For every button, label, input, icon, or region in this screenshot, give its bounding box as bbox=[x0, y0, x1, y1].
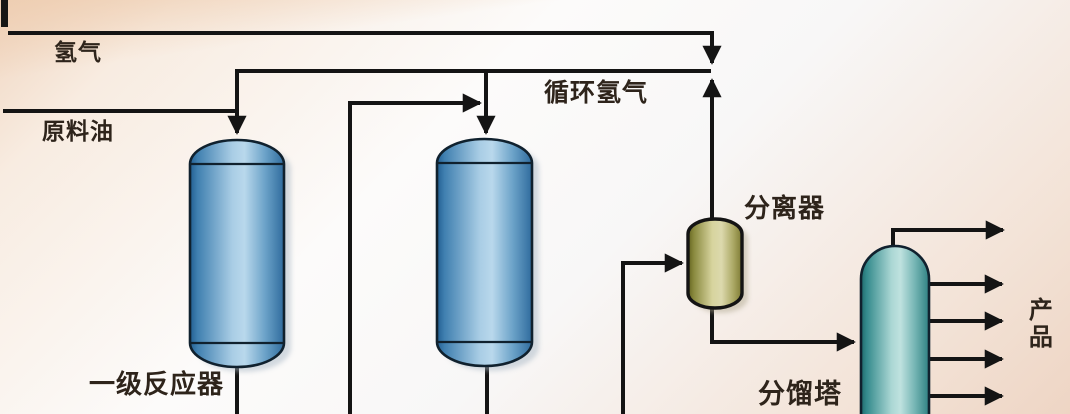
hydrogen-label: 氢气 bbox=[54, 39, 102, 65]
reactor1-shell bbox=[188, 138, 286, 369]
tower-overhead-line bbox=[891, 220, 1005, 250]
separator-feed-line bbox=[621, 253, 684, 414]
feed-oil-label: 原料油 bbox=[42, 118, 114, 144]
reactor2-shell bbox=[435, 137, 534, 368]
recycle-hydrogen-line bbox=[227, 69, 711, 135]
hydrogen-feed-line bbox=[8, 31, 722, 65]
first-stage-reactor-label: 一级反应器 bbox=[89, 369, 225, 399]
frame-edge-mark bbox=[1, 0, 8, 27]
recycle-hydrogen-label: 循环氢气 bbox=[544, 79, 649, 107]
reactor2-vessel bbox=[435, 137, 534, 368]
fractionation-tower-label: 分馏塔 bbox=[758, 379, 842, 409]
reactor1-vessel bbox=[188, 138, 286, 369]
separator-bottoms-line bbox=[710, 305, 856, 352]
fractionation-tower-vessel bbox=[859, 244, 931, 414]
separator-vessel bbox=[686, 217, 744, 310]
separator-label: 分离器 bbox=[744, 193, 826, 223]
product-label: 产品 bbox=[1024, 297, 1052, 351]
reactor1-effluent-line bbox=[348, 93, 482, 414]
